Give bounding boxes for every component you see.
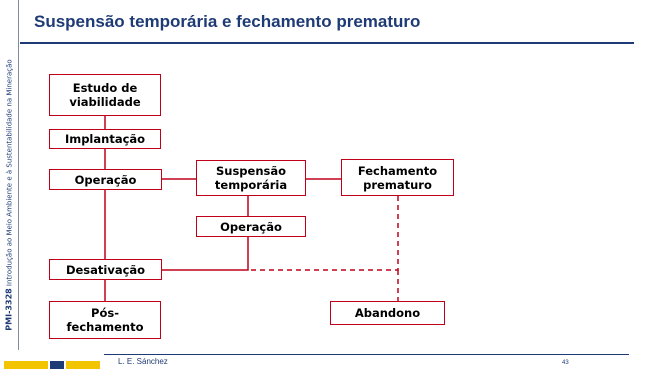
node-pos-fechamento: Pós- fechamento [49, 301, 161, 339]
node-estudo-de-viabilidade: Estudo de viabilidade [49, 74, 161, 116]
footer-divider [104, 354, 629, 355]
page-number: 43 [562, 360, 569, 366]
sidebar [0, 0, 18, 369]
node-desativacao: Desativação [49, 259, 162, 280]
poli-usp-logo [4, 361, 100, 369]
slide-title: Suspensão temporária e fechamento premat… [34, 12, 421, 31]
node-abandono: Abandono [330, 301, 445, 325]
title-divider [20, 42, 634, 44]
sidebar-divider [18, 0, 19, 350]
node-implantacao: Implantação [49, 129, 161, 149]
node-operacao-2: Operação [196, 216, 306, 237]
connector-operacao2-desativacao [162, 237, 249, 271]
node-suspensao-temporaria: Suspensão temporária [196, 160, 306, 196]
author: L. E. Sánchez [118, 357, 168, 366]
node-operacao: Operação [49, 169, 162, 190]
node-fechamento-prematuro: Fechamento prematuro [341, 159, 454, 196]
